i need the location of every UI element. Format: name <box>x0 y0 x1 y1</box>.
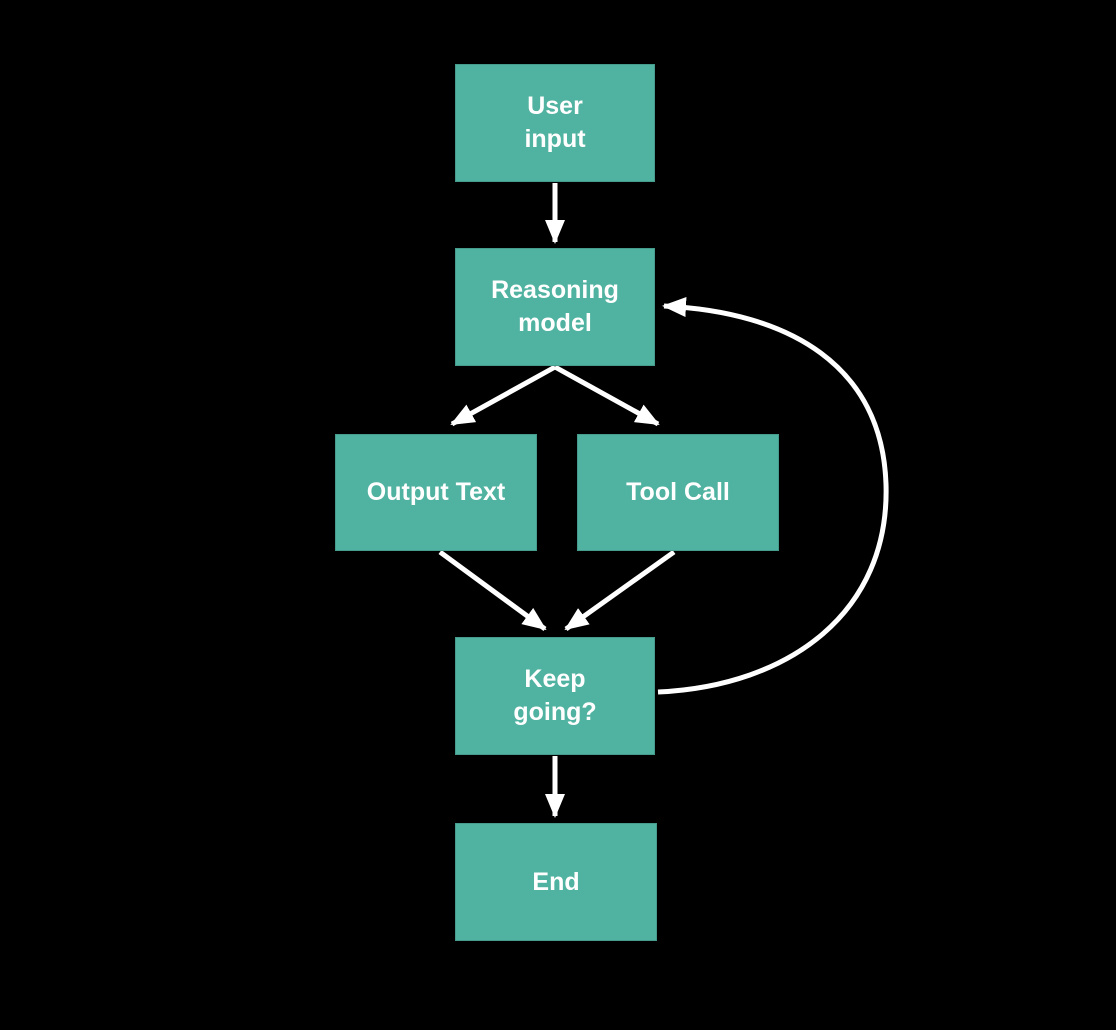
node-reasoning-model-label: Reasoning model <box>491 276 619 337</box>
node-tool-call-label: Tool Call <box>626 478 730 506</box>
node-output-text-label: Output Text <box>366 478 506 506</box>
node-keep-going-label: Keep going? <box>513 665 597 726</box>
edge-tool-call-to-keep-going <box>564 549 676 632</box>
node-keep-going[interactable]: Keep going? <box>455 637 655 755</box>
node-reasoning-model[interactable]: Reasoning model <box>455 248 655 366</box>
edge-keep-going-loop-to-reasoning-model <box>657 297 889 695</box>
edge-output-text-to-keep-going <box>438 549 547 632</box>
node-tool-call[interactable]: Tool Call <box>577 434 779 551</box>
node-user-input[interactable]: User input <box>455 64 655 182</box>
node-end[interactable]: End <box>455 823 657 941</box>
node-end-label: End <box>532 867 580 896</box>
edge-reasoning-model-to-output-text <box>450 364 557 427</box>
node-output-text[interactable]: Output Text <box>335 434 537 551</box>
edge-reasoning-model-to-tool-call <box>553 364 660 427</box>
node-user-input-label: User input <box>524 92 586 153</box>
